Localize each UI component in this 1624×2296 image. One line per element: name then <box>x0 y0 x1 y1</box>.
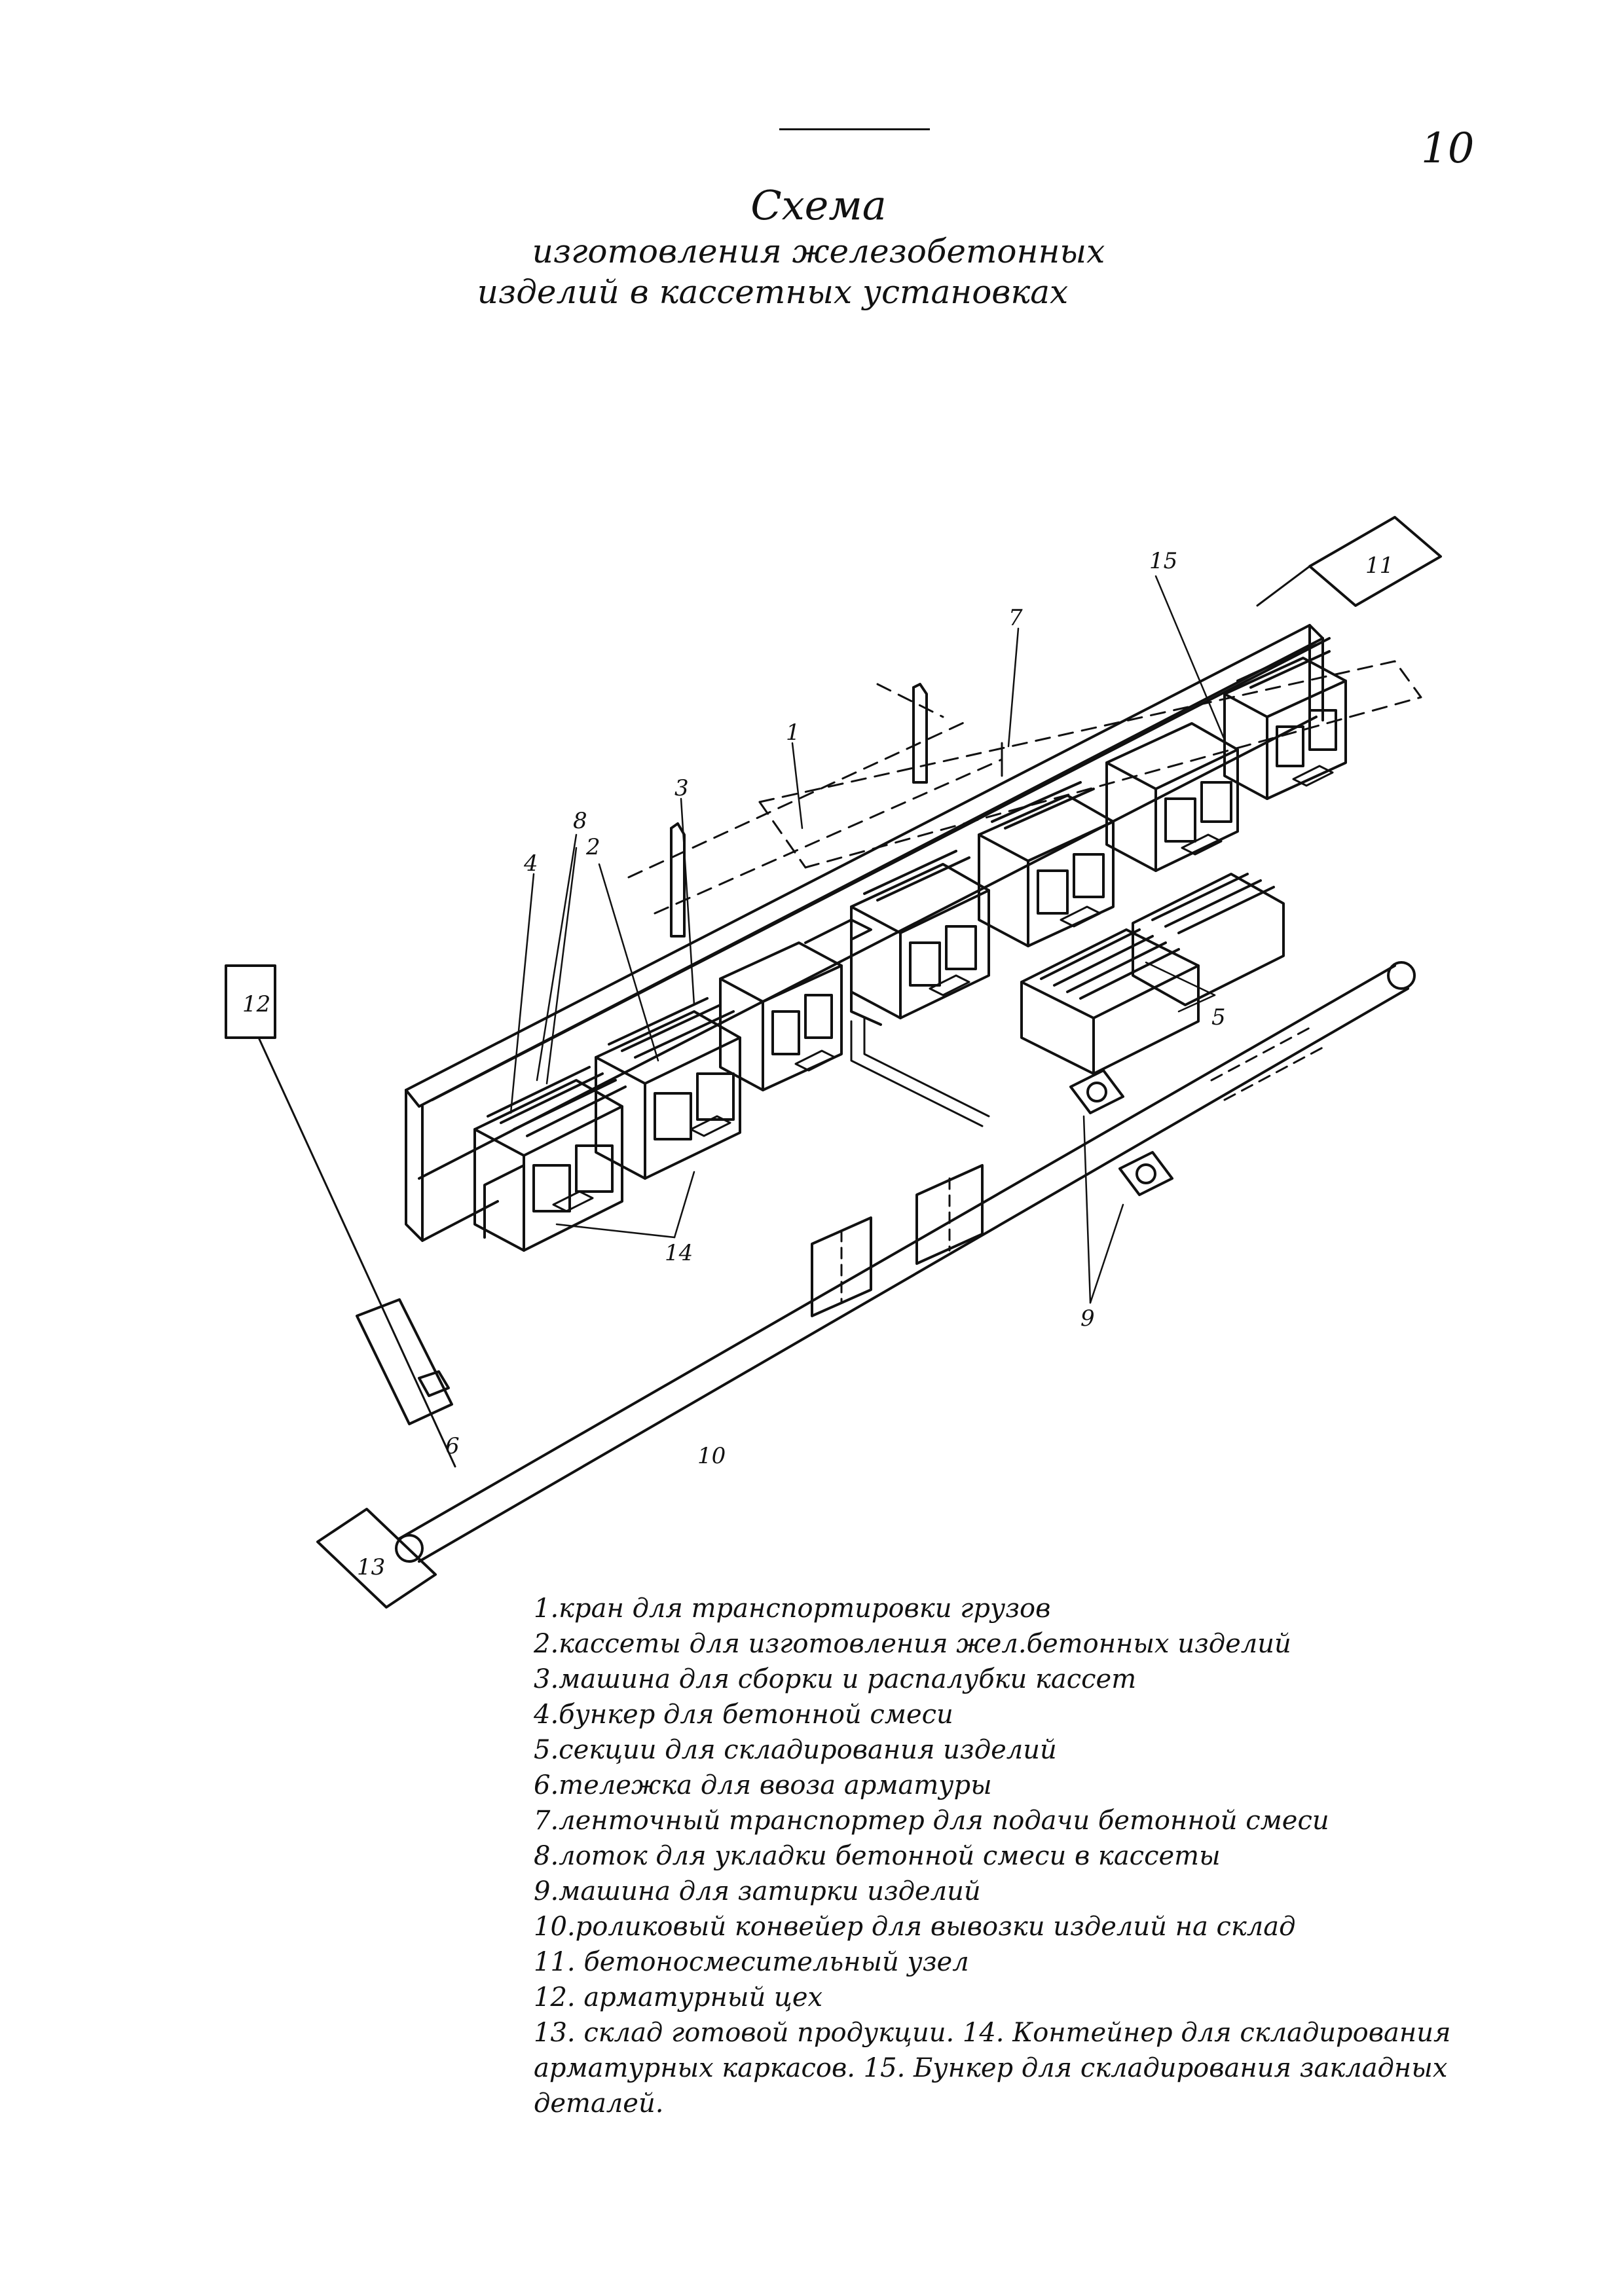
legend-item: 7.ленточный транспортер для подачи бетон… <box>534 1806 1329 1836</box>
assembly-machine <box>804 919 882 1026</box>
cassette-unit-5 <box>978 781 1115 947</box>
label-10: 10 <box>697 1443 726 1469</box>
title-line-2: изготовления железобетонных <box>532 232 1105 270</box>
label-2: 2 <box>585 834 600 860</box>
legend-item: 9.машина для затирки изделий <box>534 1876 981 1906</box>
label-11: 11 <box>1365 553 1393 579</box>
storage-sections <box>1020 873 1285 1075</box>
title-line-3: изделий в кассетных установках <box>477 273 1069 311</box>
label-6: 6 <box>445 1433 460 1459</box>
rolling-machines <box>1069 1069 1173 1196</box>
leader-lines <box>509 575 1226 1304</box>
legend-item: 11. бетоносмесительный узел <box>534 1947 969 1977</box>
cassette-unit-2 <box>595 997 741 1180</box>
legend-item: 13. склад готовой продукции. 14. Контейн… <box>534 2018 1451 2119</box>
reinforcement-shop-box <box>225 964 456 1468</box>
diagram-title: Схема изготовления железобетонных издели… <box>458 180 1179 313</box>
concrete-mixing-unit-box <box>1256 516 1442 607</box>
label-7: 7 <box>1008 605 1023 631</box>
label-15: 15 <box>1149 548 1177 574</box>
crane-tracks <box>627 660 1422 915</box>
title-rule <box>779 128 930 130</box>
cassette-unit-6 <box>1105 722 1239 872</box>
title-line-1: Схема <box>750 181 887 229</box>
containers <box>552 765 1334 1212</box>
label-5: 5 <box>1211 1004 1226 1030</box>
crane-posts <box>670 683 928 938</box>
cassette-unit-7 <box>1223 644 1347 800</box>
label-1: 1 <box>786 720 800 746</box>
conveyor-frame <box>405 624 1331 1242</box>
legend-item: 1.кран для транспортировки грузов <box>534 1594 1051 1624</box>
roller-conveyor <box>395 961 1416 1563</box>
label-4: 4 <box>523 850 538 877</box>
label-9: 9 <box>1080 1305 1095 1332</box>
legend-item: 2.кассеты для изготовления жел.бетонных … <box>534 1629 1291 1659</box>
reinforcement-cart <box>356 1298 453 1425</box>
finished-goods-warehouse-box <box>316 1508 437 1609</box>
page-number: 10 <box>1421 124 1475 173</box>
side-panels <box>811 1164 984 1317</box>
legend-item: 5.секции для складирования изделий <box>534 1735 1057 1765</box>
legend-item: 6.тележка для ввоза арматуры <box>534 1770 992 1800</box>
label-3: 3 <box>674 775 689 801</box>
legend-item: 3.машина для сборки и распалубки кассет <box>534 1664 1137 1694</box>
label-12: 12 <box>242 991 270 1017</box>
label-8: 8 <box>573 808 587 834</box>
cassette-unit-4 <box>850 850 990 1019</box>
chute-lines <box>850 1017 990 1127</box>
label-14: 14 <box>665 1240 693 1266</box>
legend: 1.кран для транспортировки грузов 2.касс… <box>534 1591 1470 2121</box>
legend-item: 12. арматурный цех <box>534 1982 823 2013</box>
cassette-unit-1 <box>473 1066 627 1252</box>
legend-item: 4.бункер для бетонной смеси <box>534 1700 953 1730</box>
label-13: 13 <box>357 1554 385 1580</box>
cassette-unit-3 <box>719 941 843 1091</box>
legend-item: 10.роликовый конвейер для вывозки издели… <box>534 1912 1296 1942</box>
legend-item: 8.лоток для укладки бетонной смеси в кас… <box>534 1841 1221 1871</box>
